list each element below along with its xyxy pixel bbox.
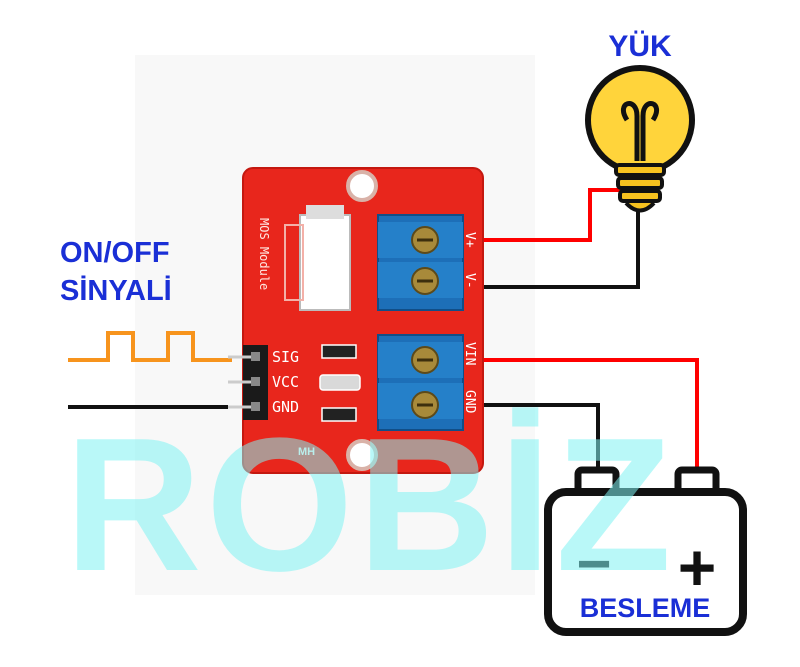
battery-positive-symbol: + bbox=[678, 530, 717, 604]
smd-led bbox=[319, 374, 361, 391]
signal-label-line1: ON/OFF bbox=[60, 237, 170, 269]
mosfet-tab bbox=[306, 205, 344, 219]
mount-hole-bottom bbox=[346, 439, 378, 471]
input-terminal-block bbox=[377, 334, 464, 431]
wire-supply-positive bbox=[470, 358, 699, 470]
smd-resistor-2 bbox=[321, 407, 357, 422]
label-pin-vcc: VCC bbox=[272, 373, 299, 391]
label-pin-gnd: GND bbox=[272, 398, 299, 416]
board-mark: MH bbox=[298, 446, 315, 458]
mosfet-module-board: MOS Module V+ V- VIN GND bbox=[228, 167, 484, 474]
label-v-minus: V- bbox=[462, 273, 477, 289]
battery-body bbox=[544, 488, 747, 636]
bulb-icon bbox=[585, 65, 695, 213]
wire-load-negative bbox=[470, 205, 640, 289]
signal-label-line2: SİNYALİ bbox=[60, 275, 172, 307]
pin-header bbox=[228, 345, 268, 420]
signal-square-wave bbox=[68, 331, 232, 362]
mount-hole-top bbox=[346, 170, 378, 202]
label-terminal-gnd: GND bbox=[462, 390, 477, 414]
load-label: YÜK bbox=[608, 30, 672, 63]
module-silkscreen: MOS Module bbox=[257, 218, 271, 290]
output-terminal-block bbox=[377, 214, 464, 311]
wire-supply-negative bbox=[470, 403, 600, 470]
battery-negative-symbol: − bbox=[576, 530, 611, 597]
mosfet-heatsink bbox=[299, 214, 351, 311]
mosfet-outline bbox=[284, 224, 304, 301]
smd-resistor-1 bbox=[321, 344, 357, 359]
label-pin-sig: SIG bbox=[272, 348, 299, 366]
label-vin: VIN bbox=[462, 342, 477, 365]
watermark: ROBİZ bbox=[64, 399, 675, 611]
battery-icon: − + BESLEME bbox=[544, 466, 747, 636]
supply-label: BESLEME bbox=[580, 593, 711, 623]
label-v-plus: V+ bbox=[462, 232, 477, 248]
wire-load-positive bbox=[470, 188, 628, 242]
